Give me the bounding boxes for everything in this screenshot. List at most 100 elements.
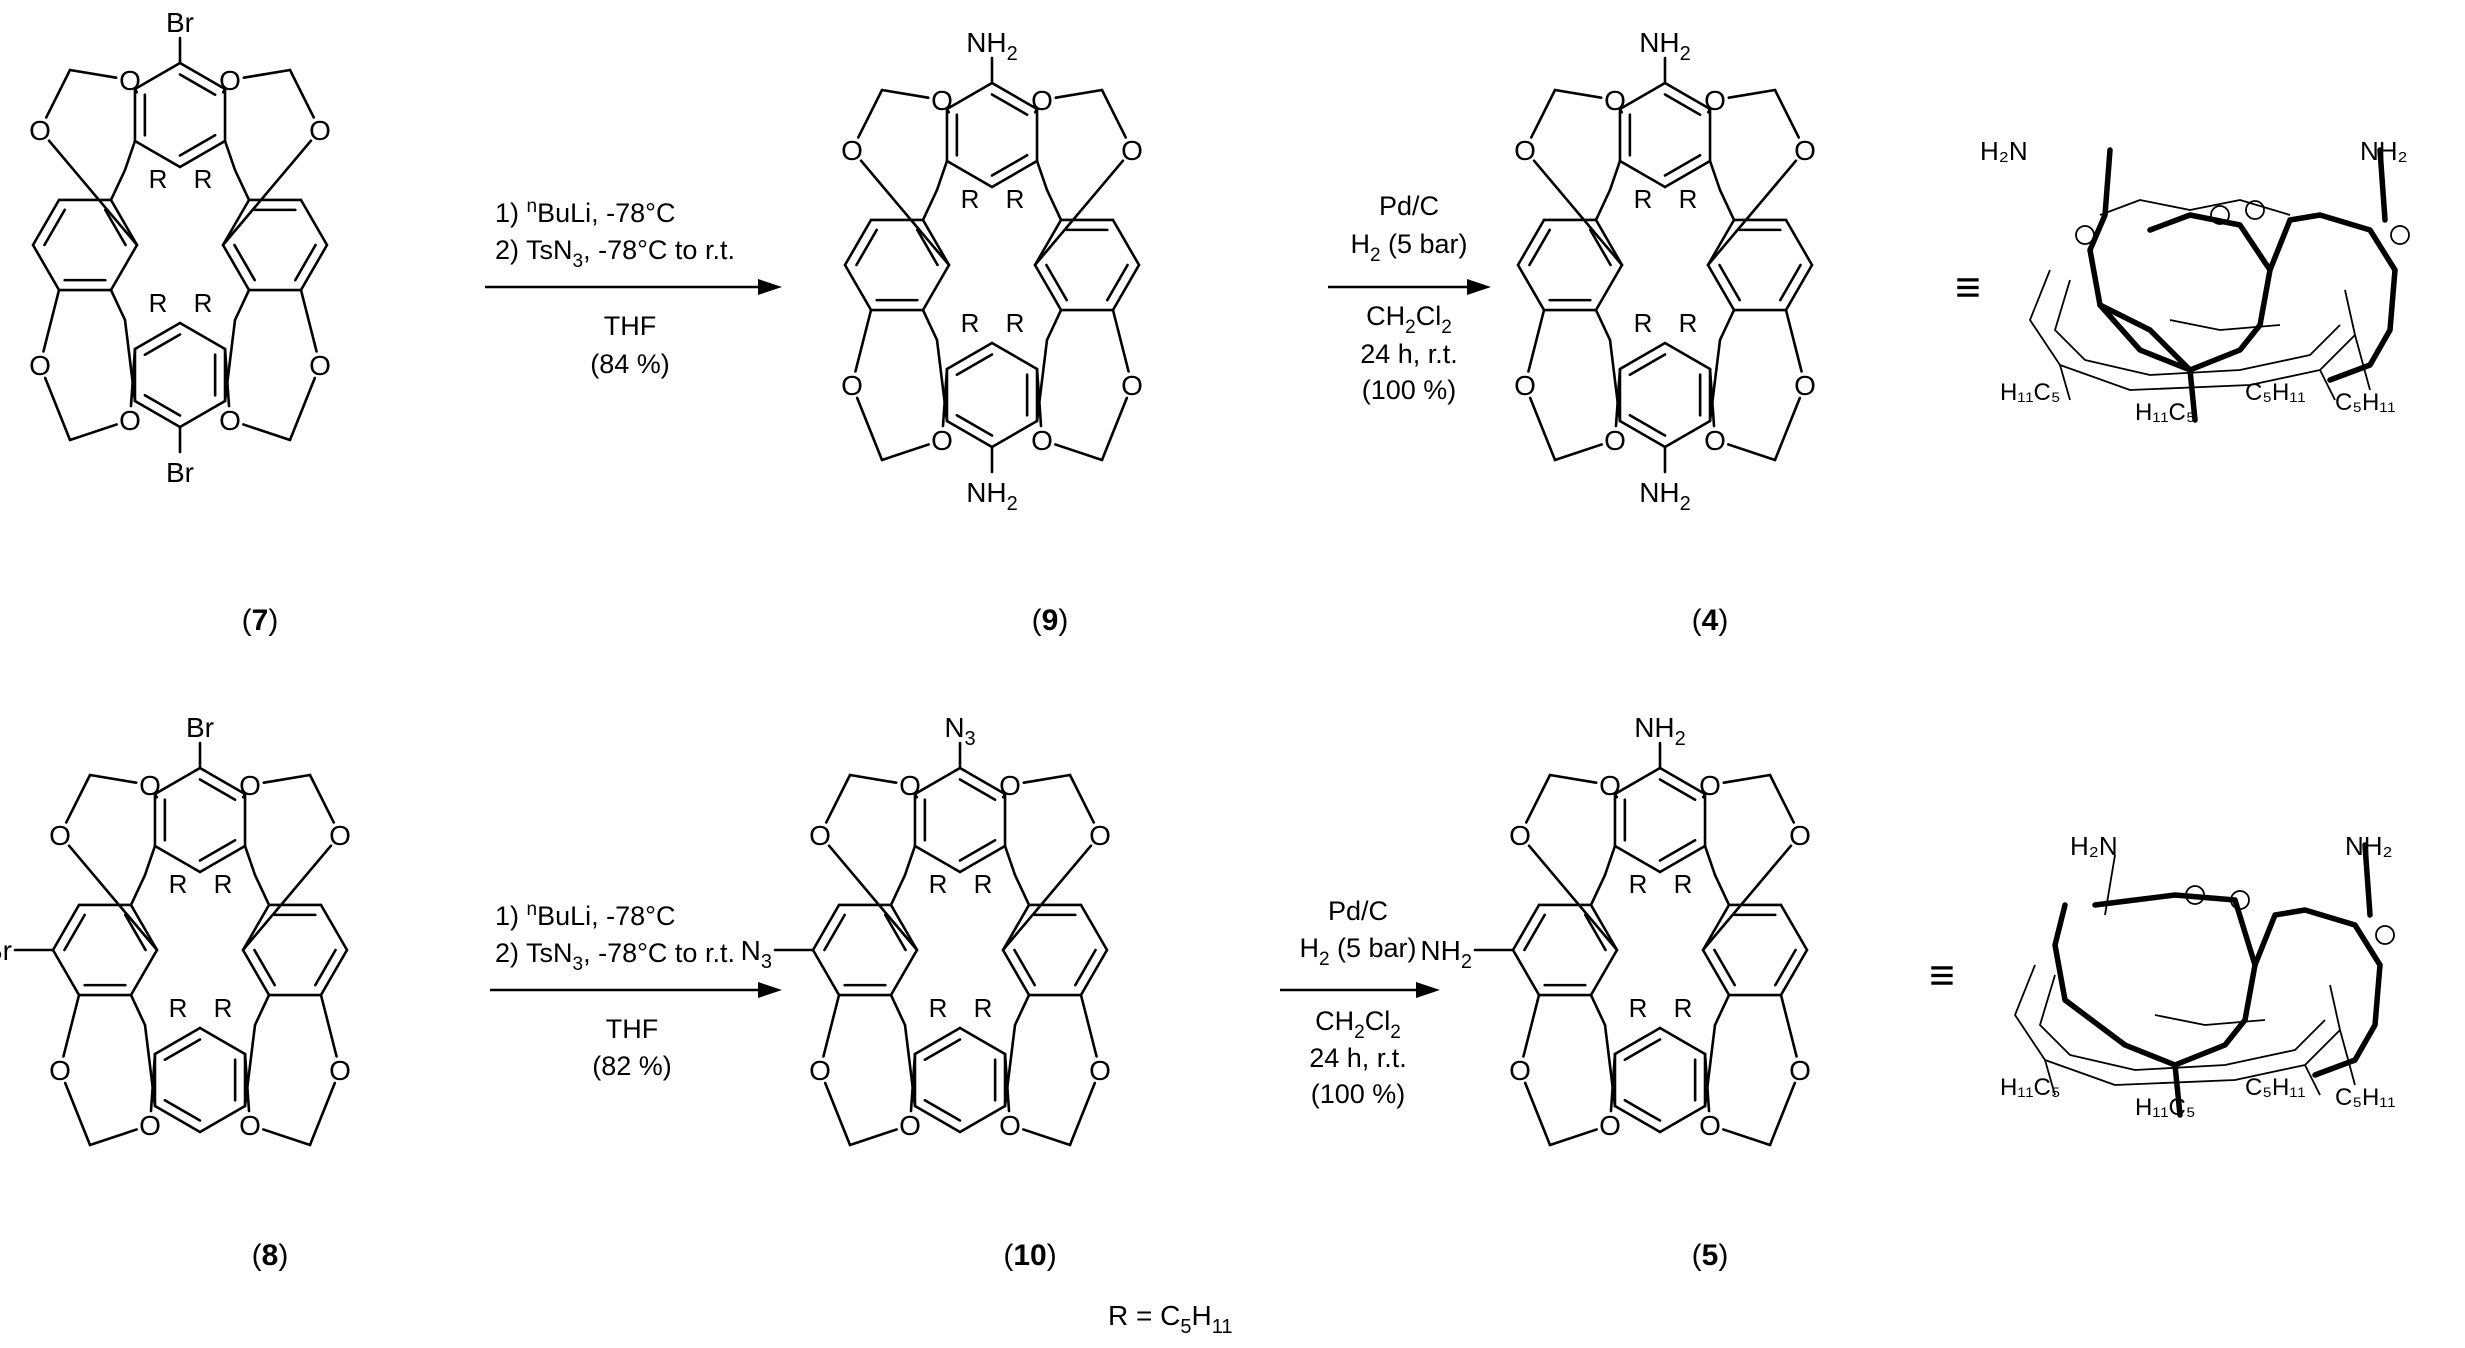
cond-2a-solvent: THF: [606, 1014, 658, 1044]
nh2-label-a: H₂N: [1980, 136, 2028, 166]
r-label: R: [194, 288, 213, 318]
r-label: R: [169, 993, 188, 1023]
oxygen-atom: O: [1121, 135, 1143, 166]
c5-label-b: H₁₁C₅: [2135, 1094, 2196, 1121]
oxygen-atom: O: [49, 1055, 71, 1086]
r-label: R: [974, 993, 993, 1023]
c5-label-d: C₅H₁₁: [2335, 1084, 2396, 1111]
cavitand-3d-drawing: [2029, 147, 2410, 423]
c5-label-c: C₅H₁₁: [2245, 379, 2306, 406]
c5-label-b: H₁₁C₅: [2135, 399, 2196, 426]
r-label: R: [1674, 993, 1693, 1023]
oxygen-atom: O: [999, 770, 1021, 801]
cond-1a-solvent: THF: [604, 311, 656, 341]
oxygen-atom: O: [49, 820, 71, 851]
cond-1b-yield: (100 %): [1362, 375, 1457, 405]
compound-id-4: (10): [1003, 1239, 1056, 1272]
cond-2b-cat: Pd/C: [1328, 896, 1388, 926]
c5-label-a: H₁₁C₅: [2000, 1074, 2061, 1101]
oxygen-atom: O: [219, 65, 241, 96]
top-substituent: NH2: [1634, 712, 1686, 750]
oxygen-atom: O: [1031, 85, 1053, 116]
oxygen-atom: O: [1604, 85, 1626, 116]
oxygen-atom: O: [29, 350, 51, 381]
cond-1a-yield: (84 %): [590, 349, 670, 379]
arrow-1a: 1) nBuLi, -78°C 2) TsN3, -78°C to r.t. T…: [485, 196, 782, 379]
footnote-r-def: R = C5H11: [1108, 1300, 1232, 1338]
left-substituent: Br: [0, 935, 12, 966]
cond-2b-solvent: CH2Cl2: [1315, 1006, 1401, 1043]
oxygen-atom: O: [899, 770, 921, 801]
top-substituent: N3: [944, 712, 975, 750]
oxygen-atom: O: [1699, 770, 1721, 801]
oxygen-atom: O: [1031, 425, 1053, 456]
arrow-1b: Pd/C H2 (5 bar) CH2Cl2 24 h, r.t. (100 %…: [1328, 191, 1491, 405]
oxygen-atom: O: [1599, 770, 1621, 801]
oxygen-atom: O: [239, 770, 261, 801]
oxygen-atom: O: [329, 1055, 351, 1086]
oxygen-atom: O: [239, 1110, 261, 1141]
r-label: R: [929, 869, 948, 899]
cavitand-3d-view-5: H₂N NH₂ H₁₁C₅ H₁₁C₅ C₅H₁₁ C₅H₁₁: [2000, 831, 2396, 1121]
cond-2b-h2: H2 (5 bar): [1299, 933, 1416, 970]
oxygen-atom: O: [1789, 820, 1811, 851]
r-label: R: [961, 184, 980, 214]
r-label: R: [961, 308, 980, 338]
cond-2b-time: 24 h, r.t.: [1309, 1043, 1407, 1073]
cond-2b-yield: (100 %): [1311, 1079, 1406, 1109]
bottom-substituent: Br: [166, 457, 194, 488]
nh2-label-a: H₂N: [2070, 831, 2118, 861]
compound-id-5: (5): [1692, 1239, 1729, 1272]
oxygen-atom: O: [329, 820, 351, 851]
oxygen-atom: O: [1794, 135, 1816, 166]
oxygen-atom: O: [29, 115, 51, 146]
oxygen-atom: O: [119, 65, 141, 96]
cond-1b-h2: H2 (5 bar): [1350, 229, 1467, 266]
r-label: R: [149, 164, 168, 194]
oxygen-atom: O: [1604, 425, 1626, 456]
oxygen-atom: O: [1514, 370, 1536, 401]
r-label: R: [1006, 308, 1025, 338]
oxygen-atom: O: [1794, 370, 1816, 401]
top-substituent: Br: [166, 7, 194, 38]
c5-label-c: C₅H₁₁: [2245, 1074, 2306, 1101]
r-label: R: [1629, 869, 1648, 899]
r-label: R: [974, 869, 993, 899]
oxygen-atom: O: [309, 350, 331, 381]
oxygen-atom: O: [999, 1110, 1021, 1141]
equiv-sign-2: ≡: [1929, 951, 1955, 1000]
cond-2a-line2: 2) TsN3, -78°C to r.t.: [495, 938, 735, 975]
r-label: R: [1634, 184, 1653, 214]
oxygen-atom: O: [931, 85, 953, 116]
oxygen-atom: O: [139, 1110, 161, 1141]
top-substituent: NH2: [966, 27, 1018, 65]
r-label: R: [1629, 993, 1648, 1023]
left-substituent: N3: [741, 935, 772, 973]
r-label: R: [929, 993, 948, 1023]
r-label: R: [169, 869, 188, 899]
cavitand-3d-view-4: H₂N NH₂ H₁₁C₅ H₁₁C₅ C₅H₁₁ C₅H₁₁: [1980, 136, 2410, 426]
r-label: R: [1634, 308, 1653, 338]
oxygen-atom: O: [899, 1110, 921, 1141]
cond-1b-cat: Pd/C: [1379, 191, 1439, 221]
oxygen-atom: O: [139, 770, 161, 801]
oxygen-atom: O: [1509, 820, 1531, 851]
left-substituent: NH2: [1420, 935, 1472, 973]
c5-label-a: H₁₁C₅: [2000, 379, 2061, 406]
oxygen-atom: O: [119, 405, 141, 436]
r-label: R: [194, 164, 213, 194]
bottom-substituent: NH2: [966, 477, 1018, 515]
cond-1a-line1: 1) nBuLi, -78°C: [495, 196, 675, 228]
r-label: R: [1679, 308, 1698, 338]
r-label: R: [214, 869, 233, 899]
compound-id-3: (8): [252, 1239, 289, 1272]
top-substituent: Br: [186, 712, 214, 743]
compound-id-2: (4): [1692, 604, 1729, 637]
nh2-label-b: NH₂: [2360, 136, 2408, 166]
oxygen-atom: O: [841, 370, 863, 401]
cond-2a-yield: (82 %): [592, 1051, 672, 1081]
